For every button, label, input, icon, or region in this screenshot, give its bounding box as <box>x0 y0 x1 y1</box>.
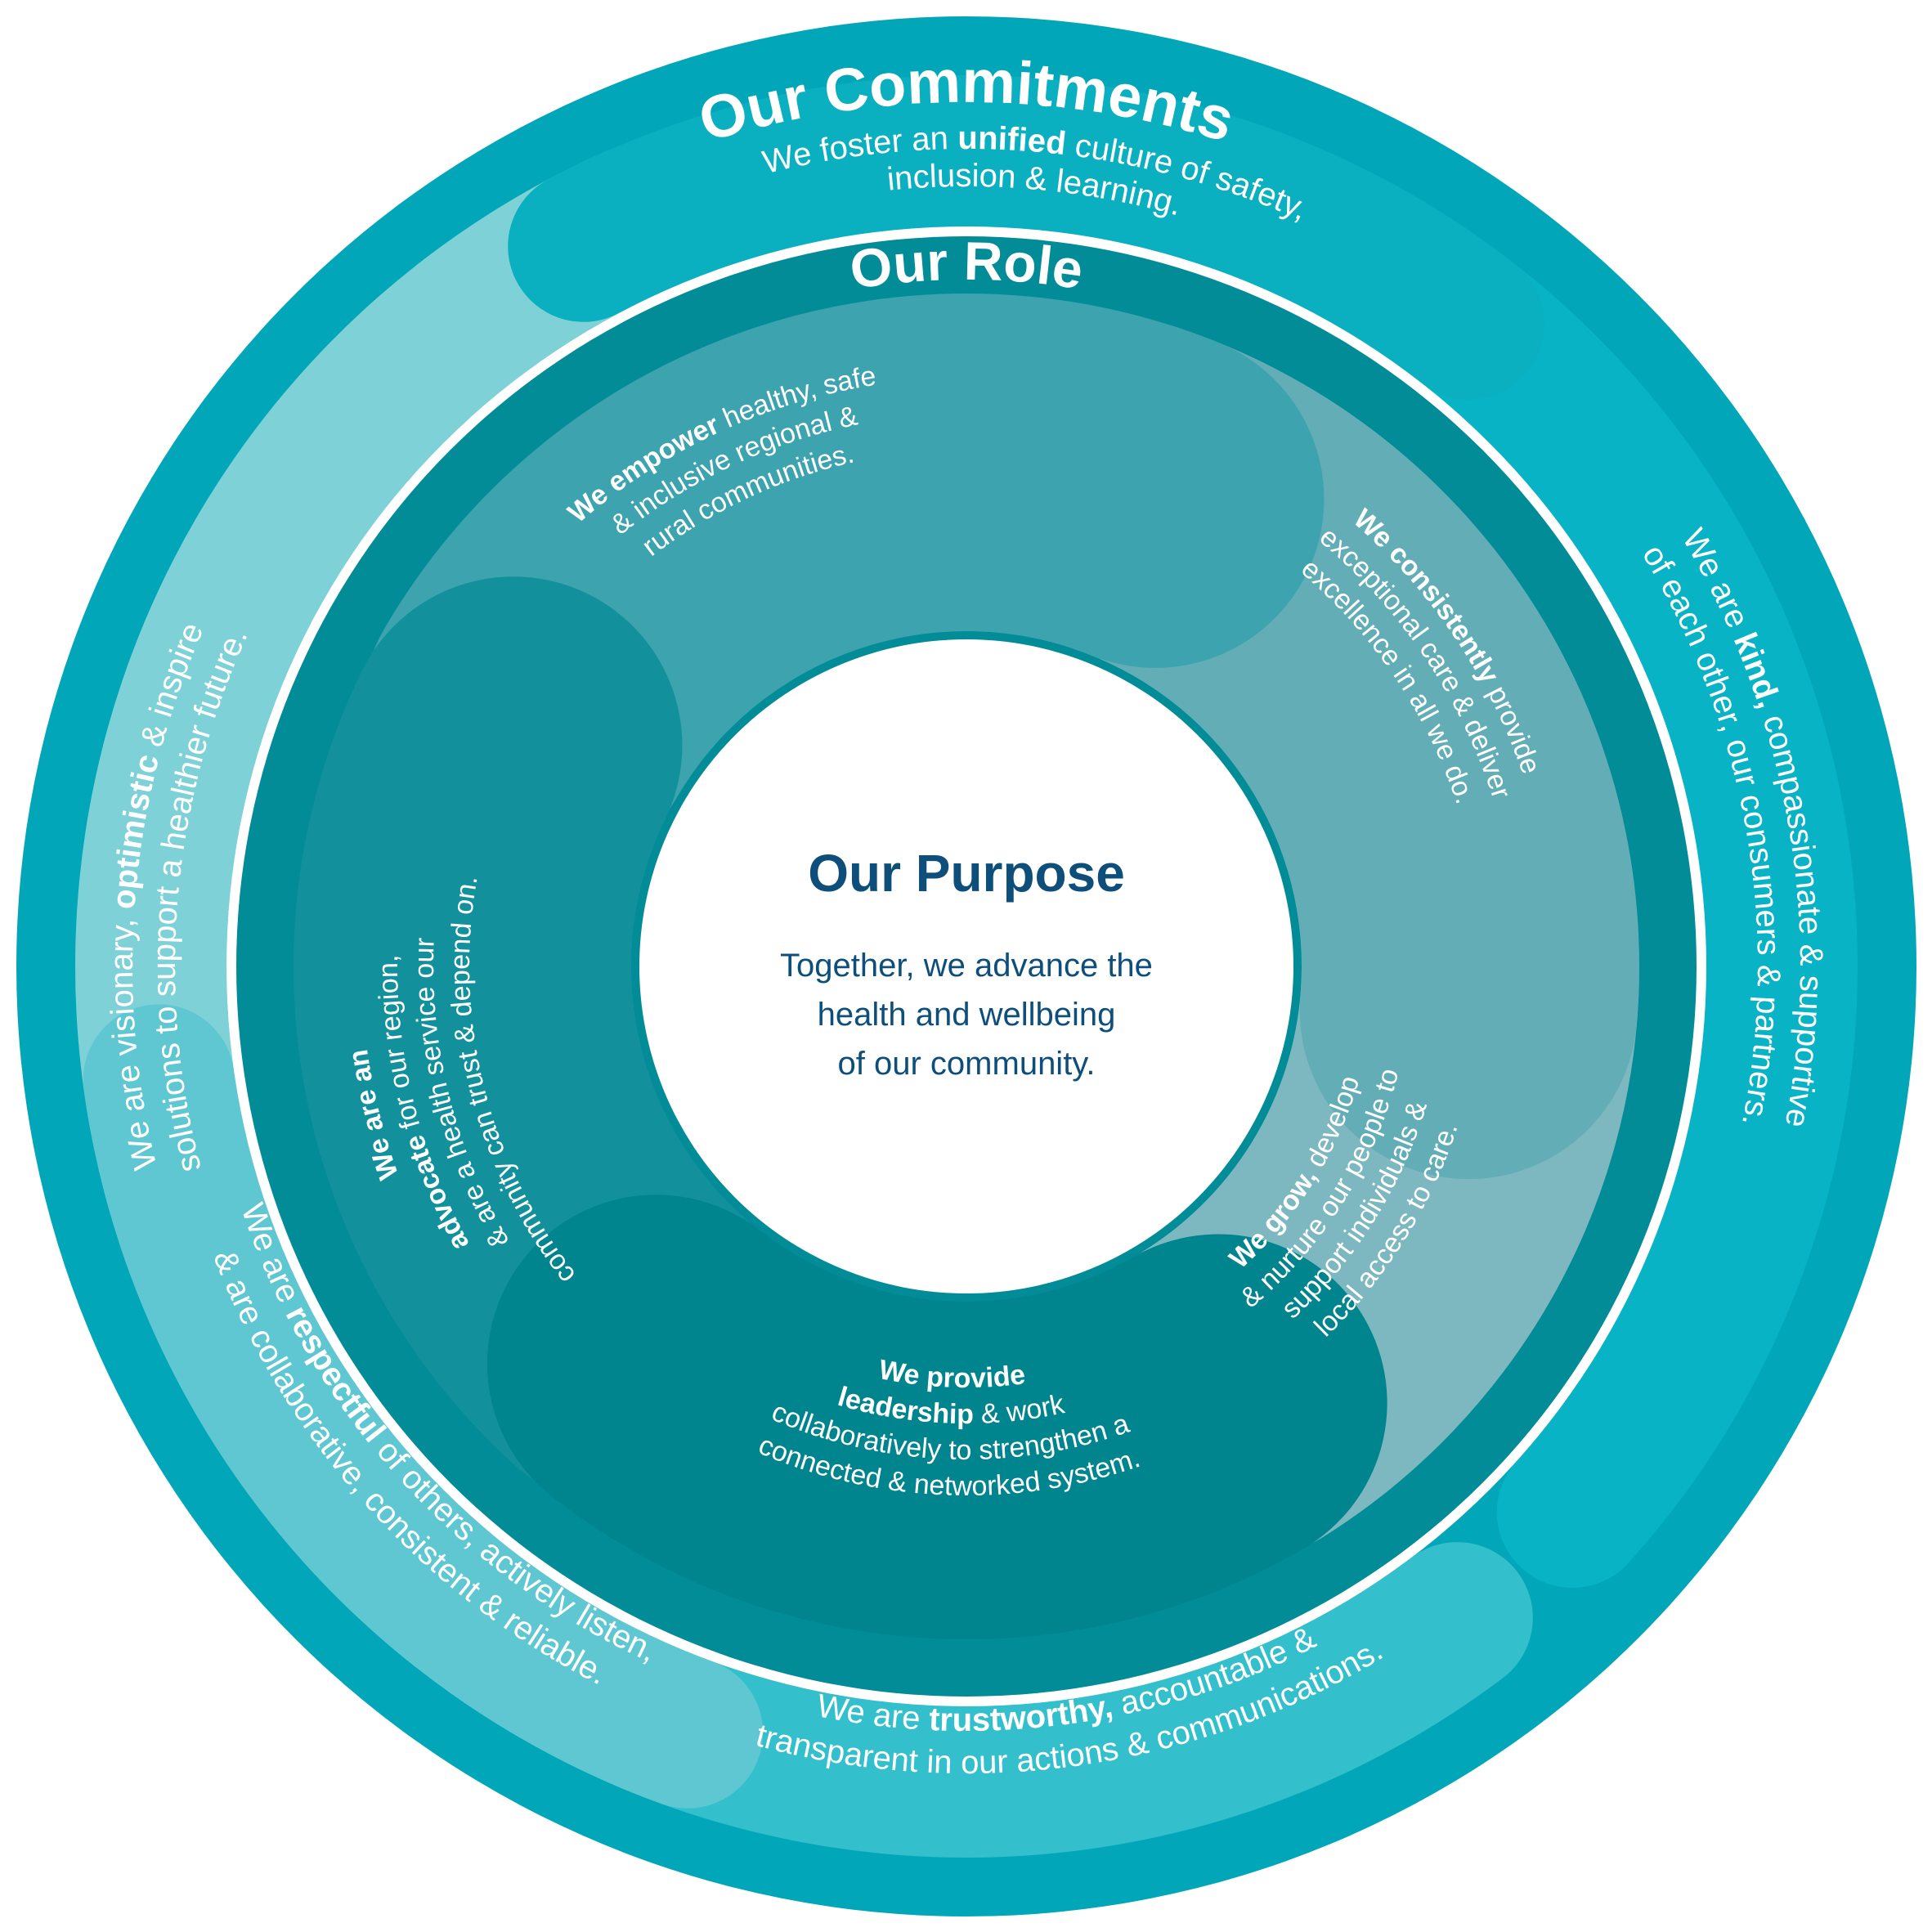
role-title: Our Role <box>846 231 1087 301</box>
commitment-band-unified <box>508 74 1544 400</box>
purpose-circle-layer <box>639 639 1293 1293</box>
purpose-line-3: of our community. <box>838 1046 1096 1082</box>
purpose-block: Our Purpose Together, we advance the hea… <box>780 844 1153 1082</box>
purpose-title: Our Purpose <box>808 844 1125 903</box>
role-bands <box>293 293 1639 1640</box>
purpose-line-1: Together, we advance the <box>780 948 1153 984</box>
commitment-band-trustworthy <box>546 1542 1533 1858</box>
commitment-band-respectful <box>83 1004 764 1809</box>
role-band-leadership <box>486 1195 1387 1640</box>
commitment-bands <box>75 74 1858 1858</box>
commitment-band-kind <box>1261 164 1858 1588</box>
purpose-line-2: health and wellbeing <box>818 997 1116 1033</box>
purpose-circle <box>639 639 1293 1293</box>
